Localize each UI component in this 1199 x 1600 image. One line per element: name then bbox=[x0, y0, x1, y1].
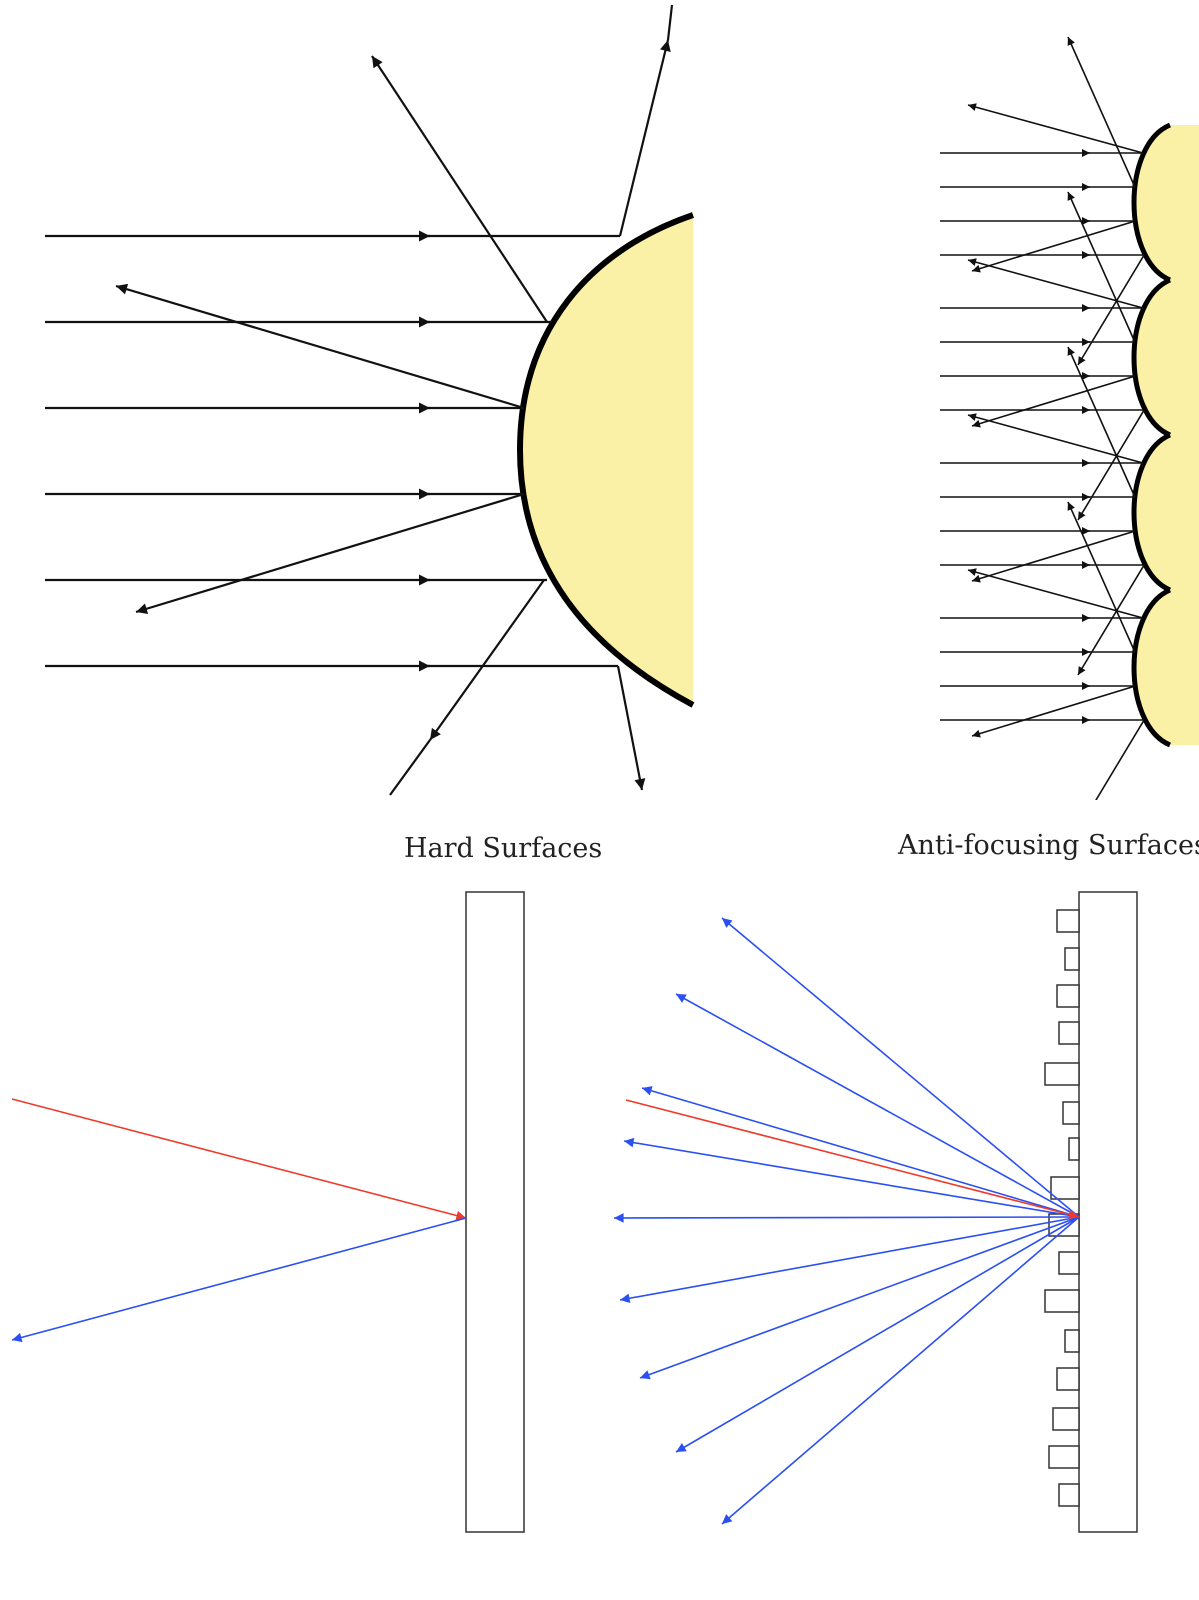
convex-incident-rays bbox=[45, 230, 620, 672]
convex-reflected-ray-extension bbox=[666, 4, 674, 41]
anti-reflected-ray bbox=[1067, 501, 1136, 653]
convex-reflected-ray bbox=[371, 55, 548, 323]
diffuser-scattered-ray bbox=[641, 1086, 1080, 1218]
anti-reflected-ray bbox=[971, 220, 1136, 273]
diffuser-panel-reflection bbox=[613, 891, 1138, 1533]
convex-reflected-ray bbox=[429, 579, 545, 741]
diffuser-panel bbox=[1078, 891, 1138, 1533]
diffuser-well bbox=[1064, 947, 1080, 971]
anti-focusing-surface bbox=[940, 36, 1199, 800]
diffuser-well bbox=[1048, 1445, 1080, 1469]
convex-dome-outline bbox=[516, 212, 695, 708]
anti-reflected-ray bbox=[967, 258, 1144, 309]
convex-reflected-rays bbox=[115, 4, 674, 796]
anti-reflected-ray bbox=[971, 375, 1136, 428]
anti-reflected-ray bbox=[967, 413, 1144, 464]
diffuser-scattered-ray bbox=[721, 917, 1080, 1218]
convex-reflected-ray bbox=[115, 283, 525, 410]
convex-reflected-ray-extension bbox=[389, 739, 431, 796]
anti-incident-rays bbox=[940, 149, 1145, 724]
anti-bump-outline bbox=[1131, 432, 1172, 593]
diffuser-well bbox=[1058, 1251, 1080, 1275]
diffuser-well bbox=[1064, 1329, 1080, 1353]
anti-bump-outline bbox=[1131, 277, 1172, 438]
diffuser-well bbox=[1052, 1407, 1080, 1431]
diffuser-scattered-ray bbox=[639, 1216, 1080, 1380]
anti-reflected-ray bbox=[967, 103, 1144, 154]
anti-bump-outline bbox=[1131, 587, 1172, 748]
diffuser-scattered-rays bbox=[613, 917, 1080, 1525]
diffuser-well bbox=[1056, 984, 1080, 1008]
diffuser-scattered-ray bbox=[675, 993, 1080, 1218]
anti-reflected-ray bbox=[1077, 254, 1145, 366]
diffuser-wells bbox=[1044, 909, 1080, 1507]
anti-bump-fill bbox=[1134, 125, 1199, 280]
anti-reflected-ray bbox=[1067, 346, 1136, 498]
diffuser-well bbox=[1050, 1176, 1080, 1200]
flat-reflected-ray bbox=[11, 1217, 467, 1343]
anti-focusing-bumps bbox=[1131, 122, 1199, 748]
anti-reflected-ray bbox=[1067, 191, 1136, 343]
anti-bump-fill bbox=[1134, 590, 1199, 745]
convex-hard-surface bbox=[45, 4, 695, 796]
anti-bump-fill bbox=[1134, 280, 1199, 435]
anti-reflected-ray bbox=[967, 568, 1144, 619]
convex-reflected-ray bbox=[616, 665, 646, 791]
convex-dome-shape bbox=[520, 215, 693, 705]
anti-reflected-ray bbox=[971, 530, 1136, 583]
caption-anti-focusing-surfaces: Anti-focusing Surfaces bbox=[898, 830, 1199, 861]
anti-reflected-rays bbox=[967, 36, 1145, 800]
diffuser-scattered-ray bbox=[623, 1137, 1080, 1218]
diffuser-well bbox=[1056, 1367, 1080, 1391]
diffuser-well bbox=[1044, 1289, 1080, 1313]
diffuser-scattered-ray bbox=[675, 1216, 1080, 1453]
convex-reflected-ray bbox=[135, 492, 525, 615]
diffuser-well bbox=[1058, 1483, 1080, 1507]
anti-reflected-ray bbox=[1077, 564, 1145, 676]
caption-hard-surfaces: Hard Surfaces bbox=[404, 833, 603, 864]
anti-reflected-ray bbox=[971, 685, 1136, 738]
diffuser-well bbox=[1058, 1021, 1080, 1045]
diffuser-scattered-ray bbox=[721, 1216, 1080, 1525]
diffuser-well bbox=[1062, 1101, 1080, 1125]
anti-bump-fill bbox=[1134, 435, 1199, 590]
flat-panel-reflection bbox=[11, 891, 525, 1533]
diffuser-well bbox=[1068, 1137, 1080, 1161]
convex-reflected-ray bbox=[618, 39, 671, 237]
flat-panel bbox=[465, 891, 525, 1533]
diffuser-scattered-ray bbox=[619, 1216, 1080, 1304]
diffuser-incident-ray bbox=[625, 1099, 1080, 1220]
anti-bump-outline bbox=[1131, 122, 1172, 283]
diffuser-well bbox=[1056, 909, 1080, 933]
flat-incident-ray bbox=[11, 1098, 467, 1221]
diffuser-well bbox=[1044, 1062, 1080, 1086]
anti-reflected-ray bbox=[1077, 409, 1145, 521]
diffuser-scattered-ray bbox=[613, 1213, 1080, 1223]
anti-reflected-ray bbox=[1095, 719, 1145, 800]
anti-reflected-ray bbox=[1067, 36, 1136, 188]
